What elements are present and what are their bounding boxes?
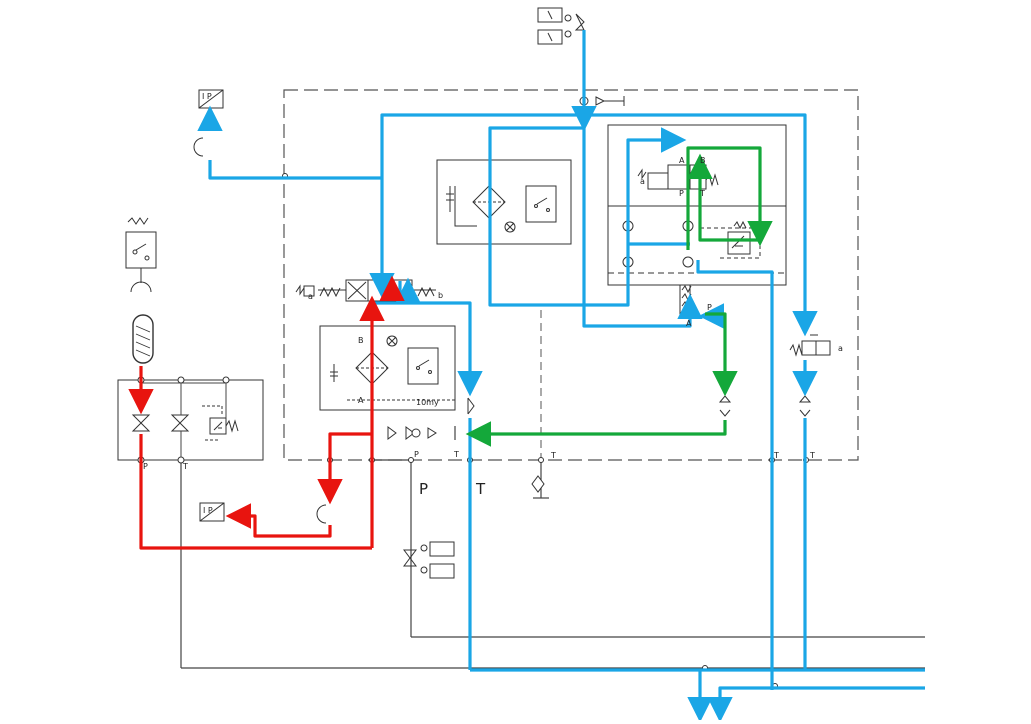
ball-valve-icon	[131, 414, 190, 432]
port-label-t-drain: T	[551, 451, 556, 460]
pressure-transducer-icon	[193, 89, 327, 524]
pilot-label-b: B	[700, 156, 706, 165]
control-block	[607, 124, 787, 286]
top-filter-icon	[446, 185, 557, 233]
filter-label-a: A	[358, 396, 364, 405]
filter-icon	[330, 335, 457, 401]
port-label-p-accum: P	[143, 462, 148, 471]
red-flow-lines	[128, 275, 405, 550]
black-lines	[180, 426, 925, 669]
filter-label-b: B	[358, 336, 364, 345]
port-label-t-right1: T	[774, 451, 779, 460]
big-label-p: P	[419, 480, 429, 498]
transducer-label-bottom: I P	[203, 506, 213, 515]
blue-flow-lines	[197, 30, 925, 723]
port-label-t-main: T	[454, 450, 459, 459]
green-flow-lines	[465, 146, 773, 447]
filter-block	[319, 325, 456, 411]
right-solenoid-icon	[789, 334, 831, 357]
accumulator-station	[117, 217, 264, 464]
pilot-label-t: T	[700, 189, 705, 198]
main-housing-outline	[283, 89, 859, 461]
accumulator-block	[117, 379, 264, 461]
port-label-p-main: P	[414, 450, 419, 459]
big-label-t: T	[476, 480, 486, 498]
directional-valve-icon	[295, 279, 436, 302]
top-ball-valve	[403, 7, 585, 579]
relief-valve-icon	[202, 405, 239, 441]
valve-label-b: b	[438, 291, 444, 300]
relief-label-p: P	[707, 303, 712, 312]
right-solenoid-label-a: a	[838, 344, 843, 353]
relief-label-a: A	[686, 319, 692, 328]
pilot-label-p: P	[679, 189, 684, 198]
pressure-switch-icon	[127, 217, 150, 283]
port-label-t-accum: T	[183, 462, 188, 471]
pilot-label-a: A	[679, 156, 685, 165]
filter-rating-label: 10my	[416, 398, 439, 407]
top-filter-block	[436, 159, 572, 245]
accumulator-icon	[130, 281, 154, 364]
valve-label-a: a	[308, 292, 313, 301]
port-label-t-right2: T	[810, 451, 815, 460]
pressure-switch-box	[125, 231, 157, 269]
transducer-label-top: I P	[202, 92, 212, 101]
solenoid-label-a: a	[640, 177, 645, 186]
